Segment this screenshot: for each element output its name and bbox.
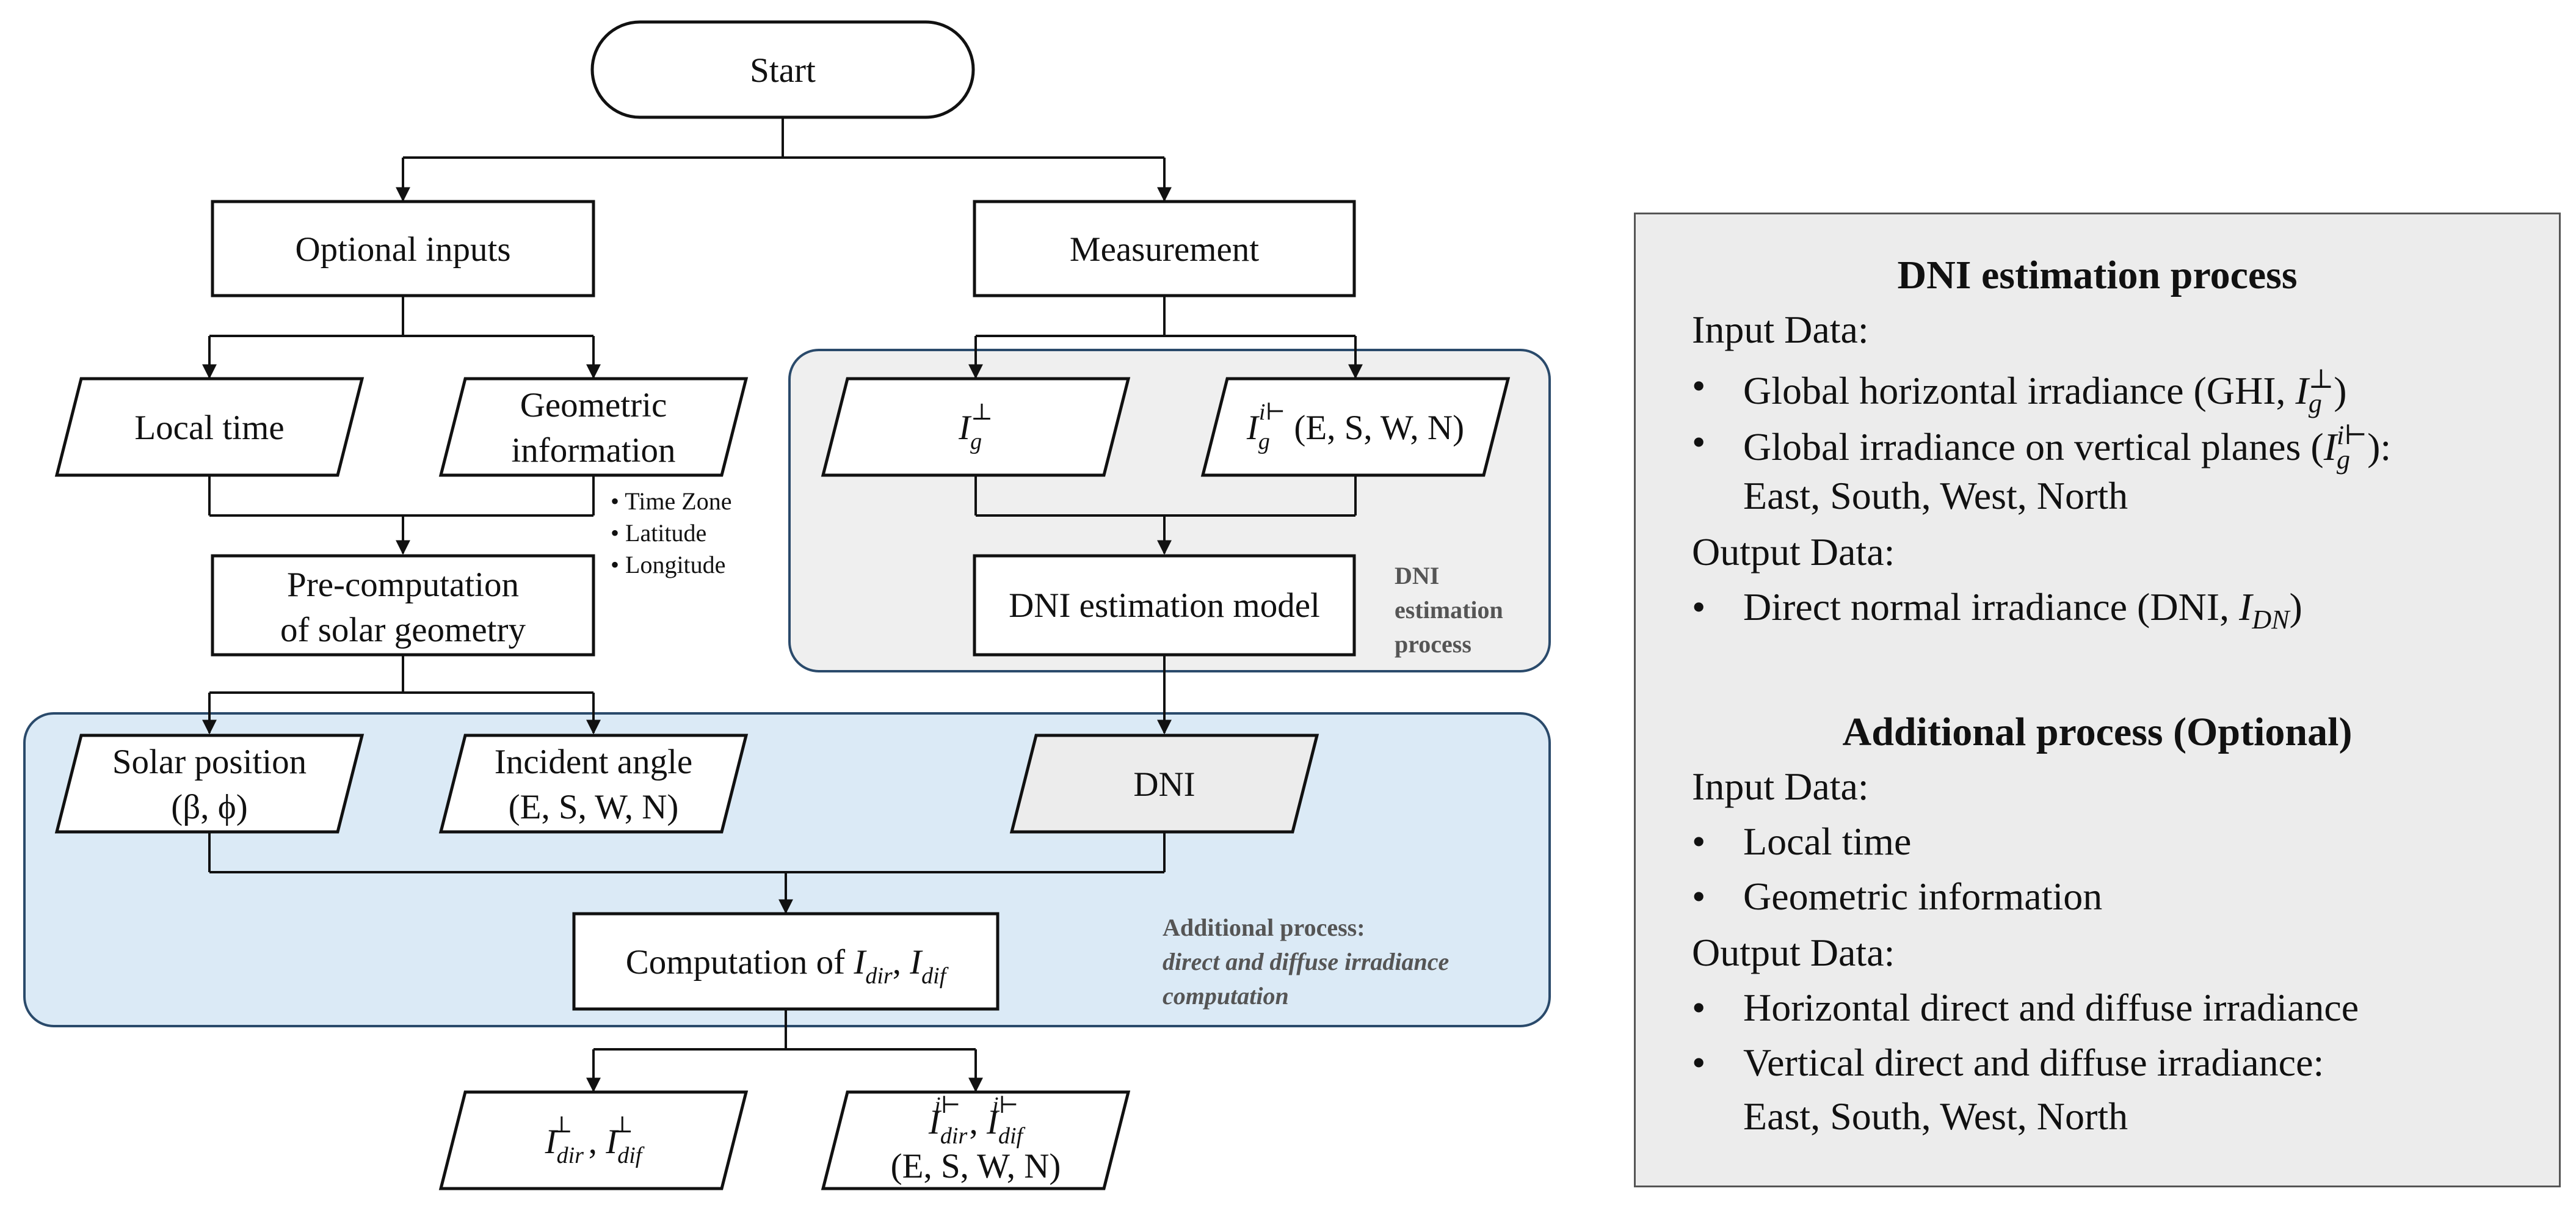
legend-additional-input-local-time: Local time	[1743, 820, 1912, 863]
incident-angle-label-2: (E, S, W, N)	[509, 788, 679, 826]
solar-position-node	[54, 734, 365, 834]
legend-dni-input-vertical: Global irradiance on vertical planes (Ig…	[1743, 420, 2392, 475]
incident-angle-label-1: Incident angle	[495, 743, 692, 781]
incident-angle-node	[438, 734, 749, 834]
start-label: Start	[750, 51, 816, 90]
additional-region-label-2: direct and diffuse irradiance	[1163, 948, 1449, 975]
legend-additional-title: Additional process (Optional)	[1842, 710, 2353, 754]
measurement-label: Measurement	[1070, 230, 1259, 269]
geo-note-time-zone: • Time Zone	[611, 487, 731, 515]
legend-dni-output-dni: Direct normal irradiance (DNI, IDN)	[1743, 585, 2302, 635]
legend-dni-title: DNI estimation process	[1897, 253, 2298, 297]
vertical-output-label: Idiri⊢, Idifi⊢	[928, 1093, 1026, 1149]
legend-bullet: •	[1692, 585, 1706, 628]
start-node	[590, 20, 975, 119]
legend-dni-input-ghi: Global horizontal irradiance (GHI, Ig⊥)	[1743, 364, 2347, 418]
optional-inputs-label: Optional inputs	[295, 230, 510, 269]
dni-region-label-1: DNI	[1395, 562, 1439, 589]
legend-bullet: •	[1692, 420, 1706, 464]
legend-bullet: •	[1692, 1041, 1706, 1084]
ig-vertical-label: Igi⊢ (E, S, W, N)	[1246, 399, 1464, 454]
dni-region-label-3: process	[1395, 630, 1471, 658]
geo-note-longitude: • Longitude	[611, 551, 725, 578]
ig-horizontal-label: Ig⊥	[958, 399, 993, 454]
ig-horizontal-node	[821, 377, 1131, 477]
geometric-info-label-2: information	[511, 431, 675, 470]
solar-position-label-2: (β, ϕ)	[171, 788, 247, 826]
computation-node	[572, 912, 1000, 1011]
connectors	[202, 117, 1363, 1093]
legend-additional-output-vertical: Vertical direct and diffuse irradiance:	[1743, 1041, 2324, 1084]
legend-additional-input-geometric: Geometric information	[1743, 875, 2103, 918]
horizontal-output-node	[438, 1090, 749, 1190]
dni-model-label: DNI estimation model	[1009, 586, 1320, 625]
dni-region-label-2: estimation	[1395, 596, 1503, 624]
geometric-info-node	[438, 377, 749, 477]
dni-label: DNI	[1133, 765, 1195, 804]
precomputation-node	[211, 554, 595, 657]
legend-bullet: •	[1692, 986, 1706, 1029]
precomputation-label-1: Pre-computation	[287, 566, 519, 604]
precomputation-label-2: of solar geometry	[280, 611, 526, 649]
geo-note-latitude: • Latitude	[611, 519, 706, 547]
dni-node	[1009, 734, 1319, 834]
vertical-output-directions: (E, S, W, N)	[891, 1147, 1061, 1186]
legend-additional-output-horizontal: Horizontal direct and diffuse irradiance	[1743, 986, 2359, 1029]
legend-dni-input-heading: Input Data:	[1692, 308, 1869, 351]
legend-bullet: •	[1692, 875, 1706, 918]
horizontal-output-label: Idir⊥, Idif⊥	[545, 1112, 645, 1168]
flowchart: Start Optional inputs Measurement Local …	[23, 20, 1551, 1190]
legend-additional-output-vertical-directions: East, South, West, North	[1743, 1095, 2128, 1138]
dni-model-node	[973, 554, 1356, 657]
legend-bullet: •	[1692, 364, 1706, 407]
optional-inputs-node	[211, 200, 595, 297]
legend-additional-output-heading: Output Data:	[1692, 931, 1895, 974]
measurement-node	[973, 200, 1356, 297]
legend-dni-output-heading: Output Data:	[1692, 530, 1895, 574]
additional-region-label-1: Additional process:	[1163, 914, 1365, 941]
legend-panel: DNI estimation process Input Data: • Glo…	[1634, 213, 2561, 1187]
computation-label: Computation of Idir, Idif	[626, 943, 949, 989]
additional-region-label-3: computation	[1163, 982, 1289, 1010]
vertical-output-node	[821, 1090, 1131, 1190]
geometric-info-label-1: Geometric	[520, 386, 667, 424]
legend-additional-input-heading: Input Data:	[1692, 765, 1869, 808]
ig-vertical-node	[1200, 377, 1511, 477]
legend-bullet: •	[1692, 820, 1706, 863]
local-time-node	[54, 377, 365, 477]
local-time-label: Local time	[134, 409, 284, 447]
solar-position-label-1: Solar position	[112, 743, 307, 781]
legend-dni-input-vertical-directions: East, South, West, North	[1743, 474, 2128, 517]
